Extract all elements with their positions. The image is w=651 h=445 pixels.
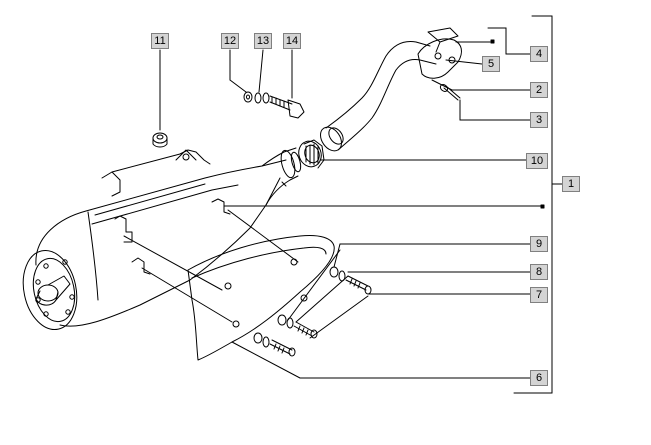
- heat-shield: [187, 235, 335, 361]
- shield-fasteners-upper: [329, 266, 372, 295]
- callout-5[interactable]: 5: [482, 56, 500, 72]
- callout-9[interactable]: 9: [530, 236, 548, 252]
- callout-10[interactable]: 10: [526, 153, 548, 169]
- assembly-bracket: [513, 15, 563, 394]
- callout-12[interactable]: 12: [221, 33, 239, 49]
- mount-bolt-set: [243, 91, 305, 119]
- muffler-body: [22, 147, 302, 330]
- callout-8[interactable]: 8: [530, 264, 548, 280]
- callout-11[interactable]: 11: [151, 33, 169, 49]
- exhaust-pipe: [320, 27, 462, 152]
- shield-fasteners-lower: [253, 314, 318, 357]
- callout-4[interactable]: 4: [530, 46, 548, 62]
- callout-14[interactable]: 14: [283, 33, 301, 49]
- pointer-dots: [490, 39, 545, 209]
- callout-13[interactable]: 13: [254, 33, 272, 49]
- pipe-clamp: [298, 139, 325, 169]
- callout-6[interactable]: 6: [530, 370, 548, 386]
- callout-2[interactable]: 2: [530, 82, 548, 98]
- leader-lines: [123, 27, 545, 379]
- callout-7[interactable]: 7: [530, 287, 548, 303]
- callout-1[interactable]: 1: [562, 176, 580, 192]
- rubber-mount: [152, 132, 168, 148]
- callout-3[interactable]: 3: [530, 112, 548, 128]
